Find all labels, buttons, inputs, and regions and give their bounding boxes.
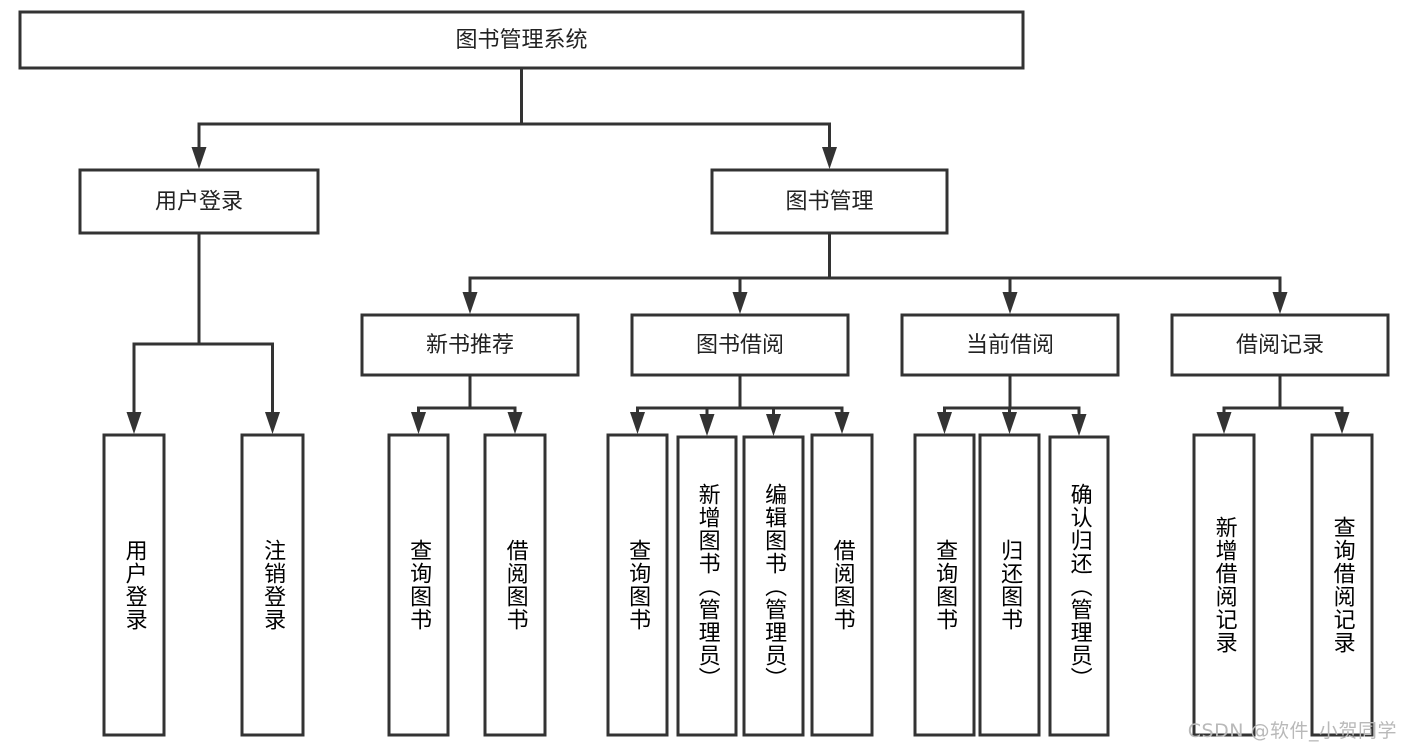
node-label: 新书推荐 [426, 333, 514, 358]
node-box[interactable] [742, 435, 805, 737]
node-box[interactable] [1310, 433, 1374, 737]
arrow-head-icon [126, 412, 142, 434]
node-l2_c[interactable] [900, 313, 1120, 377]
arrow-head-icon [699, 414, 715, 436]
node-label: 借阅记录 [1236, 333, 1324, 358]
node-leaf_6[interactable] [676, 435, 738, 737]
node-box[interactable] [78, 168, 320, 235]
arrow-head-icon [1272, 292, 1288, 314]
node-box[interactable] [810, 433, 874, 737]
node-box[interactable] [900, 313, 1120, 377]
node-box[interactable] [240, 433, 305, 737]
node-l2_b[interactable] [630, 313, 850, 377]
node-leaf_9[interactable] [913, 433, 976, 737]
arrow-head-icon [1002, 412, 1017, 434]
node-box[interactable] [1170, 313, 1390, 377]
node-box[interactable] [606, 433, 669, 737]
node-label: 用户登录 [155, 190, 243, 215]
node-box[interactable] [387, 433, 450, 737]
node-l2_d[interactable] [1170, 313, 1390, 377]
node-leaf_5[interactable] [606, 433, 669, 737]
node-leaf_2[interactable] [240, 433, 305, 737]
arrow-head-icon [1216, 412, 1232, 434]
arrow-head-icon [191, 147, 207, 169]
node-leaf_7[interactable] [742, 435, 805, 737]
watermark-text: CSDN @软件_小贺同学 [1187, 720, 1397, 742]
arrow-head-icon [411, 412, 426, 434]
node-leaf_1[interactable] [102, 433, 166, 737]
edge-layer [126, 66, 1350, 436]
node-box[interactable] [18, 10, 1025, 70]
node-leaf_8[interactable] [810, 433, 874, 737]
arrow-head-icon [630, 412, 645, 434]
node-box[interactable] [1048, 435, 1110, 737]
node-leaf_4[interactable] [483, 433, 547, 737]
node-box[interactable] [483, 433, 547, 737]
node-root[interactable] [18, 10, 1025, 70]
node-l1_a[interactable] [78, 168, 320, 235]
node-leaf_13[interactable] [1310, 433, 1374, 737]
node-leaf_11[interactable] [1048, 435, 1110, 737]
node-label: 图书管理系统 [455, 28, 587, 53]
node-leaf_10[interactable] [978, 433, 1041, 737]
arrow-head-icon [766, 414, 781, 436]
node-box[interactable] [102, 433, 166, 737]
node-box[interactable] [676, 435, 738, 737]
node-box[interactable] [630, 313, 850, 377]
node-l1_b[interactable] [710, 168, 949, 235]
node-label: 图书管理 [785, 190, 873, 215]
arrow-head-icon [507, 412, 523, 434]
arrow-head-icon [1334, 412, 1350, 434]
arrow-head-icon [732, 292, 748, 314]
arrow-head-icon [834, 412, 850, 434]
arrow-head-icon [1002, 292, 1018, 314]
node-leaf_12[interactable] [1192, 433, 1256, 737]
arrow-head-icon [822, 147, 837, 169]
node-label: 图书借阅 [696, 333, 784, 358]
node-box[interactable] [710, 168, 949, 235]
node-box[interactable] [1192, 433, 1256, 737]
node-box[interactable] [978, 433, 1041, 737]
arrow-head-icon [265, 412, 280, 434]
node-l2_a[interactable] [360, 313, 580, 377]
node-label: 当前借阅 [966, 333, 1054, 358]
arrow-head-icon [937, 412, 952, 434]
arrow-head-icon [1071, 414, 1087, 436]
node-box[interactable] [913, 433, 976, 737]
node-box[interactable] [360, 313, 580, 377]
node-leaf_3[interactable] [387, 433, 450, 737]
arrow-head-icon [462, 292, 478, 314]
